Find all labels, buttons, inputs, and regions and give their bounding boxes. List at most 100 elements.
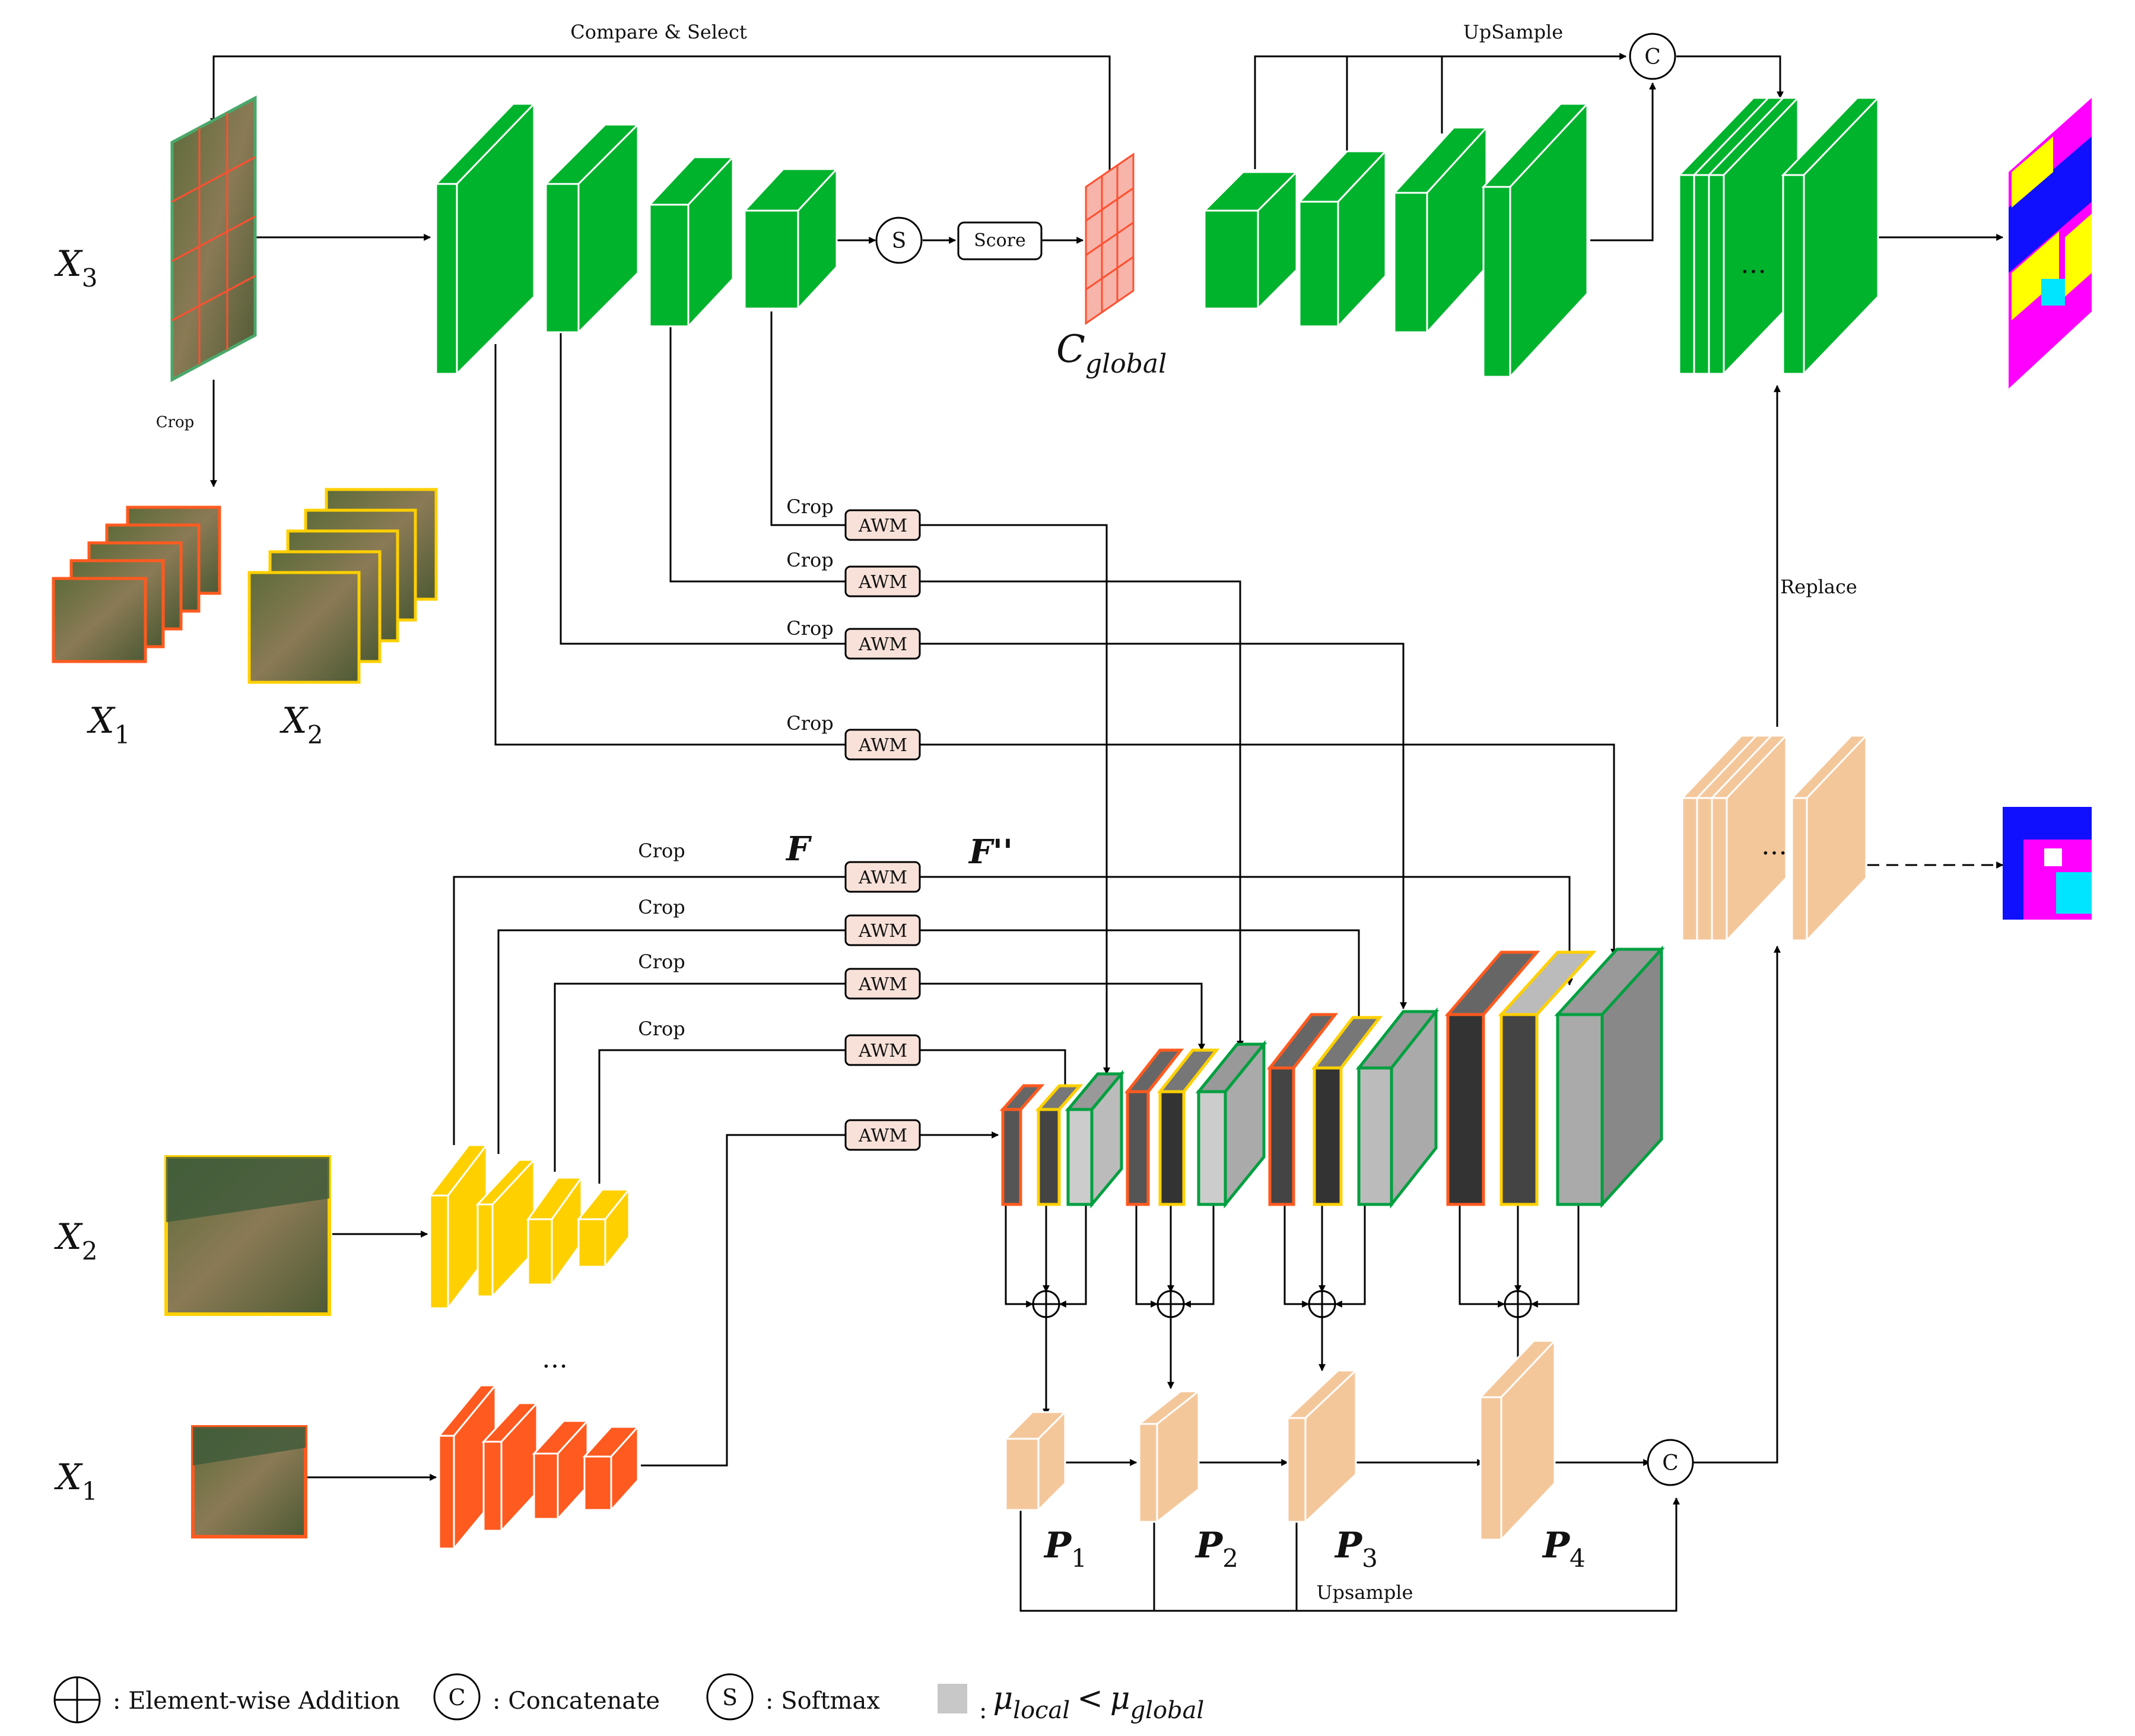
c-global-label: Cglobal	[1056, 328, 1167, 379]
awm-box-7: AWM	[844, 968, 921, 1000]
x1-crop-stack	[52, 505, 221, 663]
upsample-top-label: UpSample	[1463, 21, 1563, 43]
softmax-op-label: S	[892, 229, 907, 253]
p-blocks	[1003, 1338, 1557, 1542]
output-segmentation-top	[2009, 98, 2092, 389]
crop-label-4: Crop	[786, 712, 834, 735]
svg-text:AWM: AWM	[858, 572, 907, 593]
legend-add-text: : Element-wise Addition	[113, 1687, 400, 1715]
svg-text:S: S	[722, 1684, 738, 1710]
legend-mu-text: :μlocal<μglobal	[979, 1681, 1204, 1724]
add-op-1	[1032, 1290, 1060, 1318]
compare-select-label: Compare & Select	[570, 21, 747, 43]
fusion-group-1	[999, 1070, 1125, 1209]
svg-text:AWM: AWM	[858, 867, 907, 888]
peach-decoder-stack	[1680, 733, 1869, 943]
svg-text:C: C	[448, 1684, 465, 1710]
x2-top-label: X2	[279, 700, 323, 749]
add-op-3	[1308, 1290, 1336, 1318]
score-box: Score	[957, 221, 1043, 260]
c-global-sub: global	[1085, 349, 1167, 379]
top-concat-op: C	[1629, 33, 1676, 80]
svg-text:AWM: AWM	[858, 516, 907, 536]
top-decoder-stack	[1677, 96, 1880, 376]
c-global-grid	[1085, 152, 1135, 325]
x1-local-image	[191, 1425, 307, 1538]
x3-label: X3	[54, 243, 97, 292]
upsample-bottom-label: Upsample	[1317, 1581, 1413, 1604]
svg-text:AWM: AWM	[858, 921, 907, 942]
orange-encoder	[437, 1382, 640, 1551]
text-labels: Compare & Select UpSample Crop Replace U…	[54, 21, 1857, 1604]
green-decoder	[1202, 101, 1590, 379]
legend-concat-text: : Concatenate	[493, 1687, 660, 1715]
awm-box-6: AWM	[844, 914, 921, 946]
p3-block	[1285, 1368, 1358, 1524]
p3-label: P3	[1334, 1525, 1378, 1573]
crop-label-3: Crop	[786, 617, 834, 640]
crop-label-2: Crop	[786, 549, 834, 571]
crop-label-6: Crop	[638, 896, 685, 918]
awm-box-2: AWM	[844, 565, 921, 597]
peach-stack-ellipsis: …	[1761, 831, 1787, 861]
x2-local-image	[164, 1155, 331, 1316]
p4-label: P4	[1542, 1525, 1586, 1573]
bottom-concat-op: C	[1647, 1439, 1694, 1486]
output-segmentation-bottom	[2003, 807, 2092, 920]
lower-ellipsis: …	[542, 1344, 568, 1374]
x2-crop-stack	[247, 488, 438, 684]
bottom-concat-label: C	[1662, 1451, 1679, 1476]
crop-label-8: Crop	[638, 1018, 685, 1040]
replace-label: Replace	[1780, 576, 1857, 598]
fusion-group-2	[1124, 1039, 1267, 1209]
top-decoder-ellipsis: …	[1740, 249, 1767, 279]
score-label: Score	[974, 230, 1026, 251]
x1-bottom-label: X1	[54, 1457, 97, 1506]
p2-label: P2	[1194, 1525, 1238, 1573]
awm-box-5: AWM	[844, 861, 921, 893]
c-global-main: C	[1056, 328, 1085, 371]
awm-box-9: AWM	[844, 1119, 921, 1151]
awm-box-4: AWM	[844, 729, 921, 761]
legend-add-symbol	[53, 1676, 101, 1724]
x2-bottom-label: X2	[54, 1216, 97, 1266]
x1-top-label: X1	[87, 700, 130, 749]
awm-box-3: AWM	[844, 628, 921, 660]
crop-label-5: Crop	[638, 840, 685, 862]
connector-lines	[210, 53, 2004, 1612]
crop-label-x3: Crop	[156, 414, 195, 431]
awm-box-1: AWM	[844, 509, 921, 541]
legend-concat-symbol: C	[433, 1673, 481, 1721]
legend-softmax-symbol: S	[706, 1673, 754, 1721]
awm-modules: AWM AWM AWM AWM AWM AWM AWM AWM AWM	[844, 509, 921, 1151]
softmax-op: S	[875, 217, 923, 264]
svg-text:AWM: AWM	[858, 634, 907, 655]
f-label: F	[785, 829, 812, 869]
p1-block	[1003, 1410, 1068, 1512]
legend-softmax-text: : Softmax	[765, 1687, 880, 1715]
x3-global-image	[170, 95, 257, 383]
addition-ops	[1032, 1290, 1532, 1318]
add-op-4	[1504, 1290, 1532, 1318]
svg-text:AWM: AWM	[858, 1041, 907, 1061]
crop-label-1: Crop	[786, 495, 834, 518]
fusion-cubes	[999, 945, 1665, 1209]
p4-block	[1478, 1338, 1557, 1542]
p1-label: P1	[1043, 1525, 1087, 1573]
f-double-prime-label: F''	[968, 832, 1013, 872]
top-concat-label: C	[1644, 45, 1661, 69]
legend: : Element-wise Addition C : Concatenate …	[53, 1673, 1204, 1724]
awm-box-8: AWM	[844, 1034, 921, 1066]
svg-text:AWM: AWM	[858, 735, 907, 756]
crop-label-7: Crop	[638, 950, 685, 973]
legend-gray-swatch	[938, 1684, 967, 1713]
p2-block	[1136, 1389, 1202, 1524]
fusion-group-3	[1266, 1007, 1440, 1209]
green-encoder	[434, 101, 839, 376]
yellow-encoder	[428, 1142, 631, 1311]
add-op-2	[1157, 1290, 1185, 1318]
svg-text:AWM: AWM	[858, 1125, 907, 1146]
fusion-group-4	[1444, 945, 1665, 1209]
svg-text:AWM: AWM	[858, 974, 907, 995]
